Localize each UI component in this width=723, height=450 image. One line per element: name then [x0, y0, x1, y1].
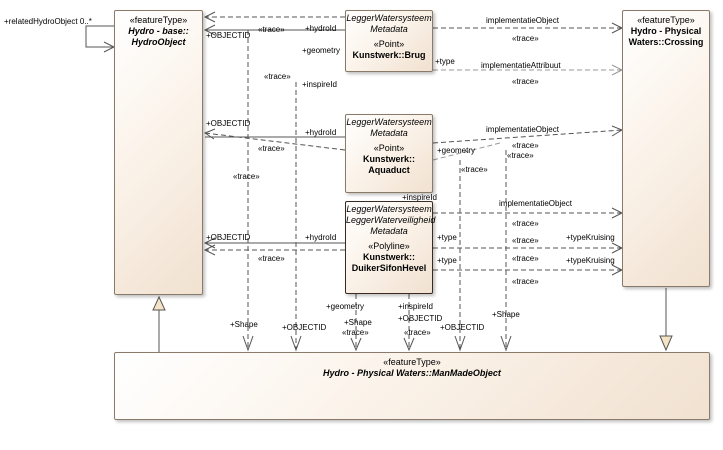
package-name: LeggerWatersysteem — [346, 204, 432, 214]
trace-arrow — [403, 337, 415, 352]
stereotype: «Polyline» — [368, 241, 410, 251]
label-shape: +Shape — [344, 318, 372, 327]
generalization-triangle — [659, 335, 673, 352]
label-inspireid: +inspireId — [398, 302, 433, 311]
class-name: DuikerSifonHevel — [351, 263, 427, 273]
class-name: HydroObject — [131, 37, 186, 47]
tag: Metadata — [370, 226, 408, 236]
label-impl-attribuut: implementatieAttribuut — [481, 61, 561, 70]
label-trace: «trace» — [512, 236, 539, 245]
label-geometry: +geometry — [326, 302, 365, 311]
label-objectid: +OBJECTID — [206, 233, 251, 242]
class-name: Kunstwerk::Brug — [352, 50, 426, 60]
label-impl-object: implementatieObject — [499, 199, 572, 208]
trace-arrow — [203, 11, 216, 23]
label-hydroid: +hydroId — [305, 233, 337, 242]
label-type: +type — [437, 256, 457, 265]
trace-arrow — [290, 335, 302, 352]
label-trace: «trace» — [233, 172, 260, 181]
label-trace: «trace» — [404, 328, 431, 337]
label-objectid: +OBJECTID — [282, 323, 327, 332]
label-trace: «trace» — [512, 34, 539, 43]
class-hydroobject[interactable]: «featureType» Hydro - base:: HydroObject — [114, 10, 203, 295]
label-objectid: +OBJECTID — [206, 31, 251, 40]
class-name: Kunstwerk:: — [362, 154, 415, 164]
label-trace: «trace» — [512, 277, 539, 286]
trace-arrow — [203, 244, 216, 256]
label-type: +type — [437, 233, 457, 242]
label-inspireid: +inspireId — [402, 193, 437, 202]
label-inspireid: +inspireId — [302, 80, 337, 89]
label-trace: «trace» — [258, 25, 285, 34]
label-trace: «trace» — [264, 72, 291, 81]
association-arrow — [203, 24, 216, 36]
trace-aquaduct-geometry — [432, 142, 501, 161]
label-related-hydroobject: +relatedHydroObject 0..* — [4, 17, 92, 26]
class-duikersifonhevel[interactable]: LeggerWatersysteem LeggerWaterveiligheid… — [345, 201, 436, 294]
label-impl-object: implementatieObject — [486, 16, 559, 25]
label-geometry: +geometry — [437, 146, 476, 155]
stereotype: «Point» — [373, 143, 405, 153]
tag: Metadata — [370, 128, 408, 138]
class-name: Kunstwerk:: — [362, 252, 415, 262]
label-hydroid: +hydroId — [305, 128, 337, 137]
trace-arrow — [242, 335, 254, 352]
label-trace: «trace» — [342, 328, 369, 337]
class-name: Hydro - Physical — [630, 26, 702, 36]
label-impl-object: implementatieObject — [486, 125, 559, 134]
stereotype: «featureType» — [637, 15, 695, 25]
class-name: Hydro - base:: — [128, 26, 189, 36]
label-trace: «trace» — [512, 77, 539, 86]
package-name: LeggerWatersysteem — [346, 117, 432, 127]
label-objectid: +OBJECTID — [398, 314, 443, 323]
label-geometry: +geometry — [302, 46, 341, 55]
package-name: LeggerWaterveiligheid — [346, 215, 436, 225]
label-trace: «trace» — [512, 141, 539, 150]
label-objectid: +OBJECTID — [206, 119, 251, 128]
class-brug[interactable]: LeggerWatersysteem Metadata «Point» Kuns… — [345, 10, 433, 72]
trace-arrow — [500, 335, 512, 352]
class-name: Waters::Crossing — [628, 37, 704, 47]
package-name: LeggerWatersysteem — [346, 13, 432, 23]
generalization-triangle — [152, 295, 166, 311]
label-hydroid: +hydroId — [305, 24, 337, 33]
label-objectid: +OBJECTID — [440, 323, 485, 332]
label-type: +type — [435, 57, 455, 66]
label-shape: +Shape — [230, 320, 258, 329]
label-shape: +Shape — [492, 310, 520, 319]
class-name: Hydro - Physical Waters::ManMadeObject — [323, 368, 501, 378]
label-trace: «trace» — [258, 254, 285, 263]
label-trace: «trace» — [512, 254, 539, 263]
stereotype: «featureType» — [129, 15, 188, 25]
label-trace: «trace» — [512, 219, 539, 228]
label-trace: «trace» — [461, 165, 488, 174]
label-type-kruising: +typeKruising — [566, 233, 615, 242]
label-trace: «trace» — [507, 151, 534, 160]
trace-arrow — [454, 335, 466, 352]
stereotype: «featureType» — [383, 357, 441, 367]
class-name: Aquaduct — [368, 165, 410, 175]
class-crossing[interactable]: «featureType» Hydro - Physical Waters::C… — [622, 10, 710, 287]
class-manmadeobject[interactable]: «featureType» Hydro - Physical Waters::M… — [114, 352, 710, 420]
stereotype: «Point» — [373, 39, 405, 49]
tag: Metadata — [370, 24, 408, 34]
label-trace: «trace» — [258, 144, 285, 153]
self-association — [85, 25, 114, 48]
label-type-kruising: +typeKruising — [566, 256, 615, 265]
class-aquaduct[interactable]: LeggerWatersysteem Metadata «Point» Kuns… — [345, 114, 433, 193]
trace-arrow — [350, 337, 362, 352]
